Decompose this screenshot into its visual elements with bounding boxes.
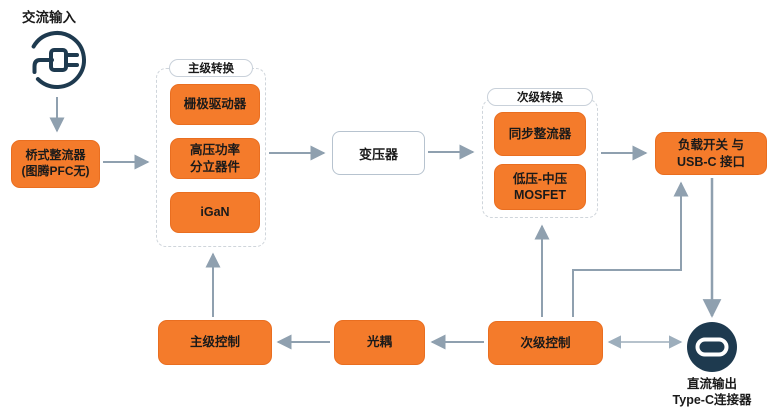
bridge-rectifier-line1: 桥式整流器: [25, 148, 86, 163]
block-gate-driver: 栅极驱动器: [170, 84, 260, 125]
block-lv-mv-mosfet: 低压-中压 MOSFET: [494, 164, 586, 210]
block-primary-control: 主级控制: [158, 320, 272, 365]
plug-icon: [31, 31, 86, 89]
block-hv-power-discretes: 高压功率 分立器件: [170, 138, 260, 179]
load-switch-line2: USB-C 接口: [676, 154, 746, 169]
dc-output-line1: 直流输出: [686, 377, 737, 391]
hv-power-line1: 高压功率: [189, 143, 240, 158]
mosfet-line1: 低压-中压: [512, 171, 568, 186]
block-igan: iGaN: [170, 192, 260, 233]
bridge-rectifier-line2: (图腾PFC无): [21, 164, 90, 178]
arrow-secondary-control-to-loadswitch: [572, 181, 689, 317]
block-load-switch-usbc: 负载开关 与 USB-C 接口: [655, 132, 767, 175]
block-secondary-control: 次级控制: [488, 321, 603, 365]
usb-c-connector-icon: [687, 322, 737, 372]
load-switch-line1: 负载开关 与: [678, 138, 744, 153]
mosfet-line2: MOSFET: [513, 188, 567, 202]
primary-stage-label: 主级转换: [169, 59, 253, 77]
block-transformer: 变压器: [332, 131, 425, 175]
ac-input-label: 交流输入: [22, 10, 76, 25]
hv-power-line2: 分立器件: [189, 159, 240, 174]
block-sync-rectifier: 同步整流器: [494, 112, 586, 156]
dc-output-label: 直流输出 Type-C连接器: [642, 376, 780, 409]
block-optocoupler: 光耦: [334, 320, 425, 365]
block-bridge-rectifier: 桥式整流器 (图腾PFC无): [11, 140, 100, 188]
secondary-stage-label: 次级转换: [487, 88, 593, 106]
dc-output-line2: Type-C连接器: [672, 393, 752, 408]
